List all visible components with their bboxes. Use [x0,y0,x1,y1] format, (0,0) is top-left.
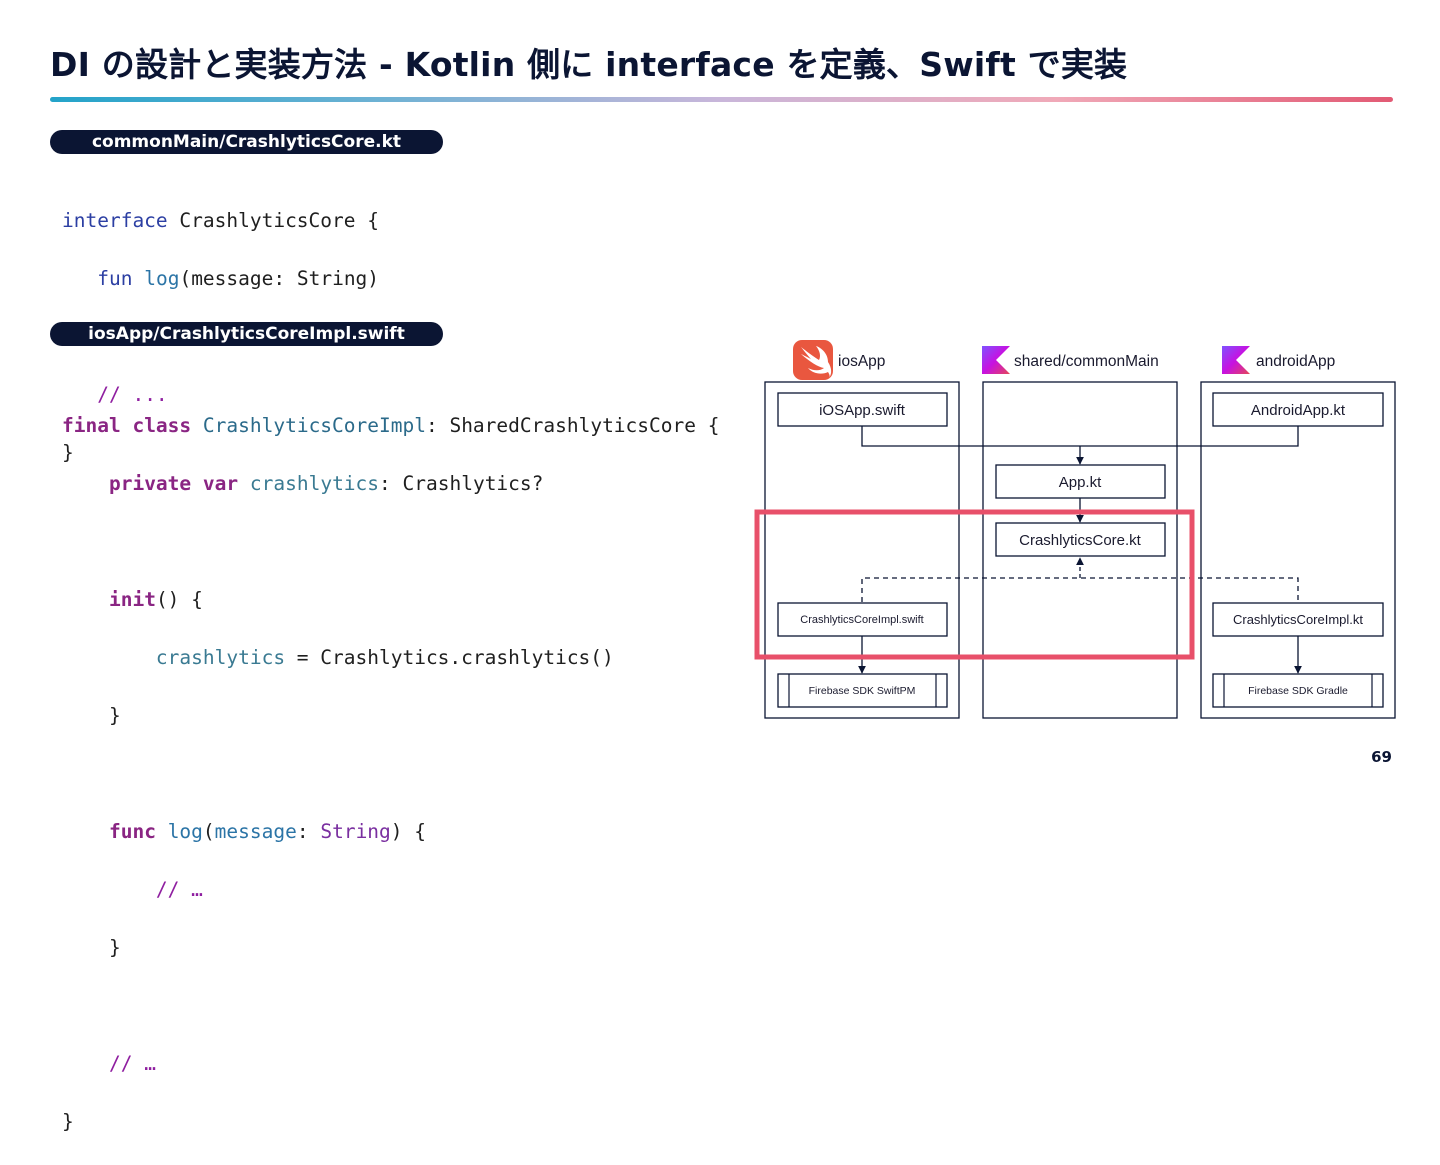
code-token: init [108,588,156,611]
code-token: } [62,441,74,464]
ios-file-label: iosApp/CrashlyticsCoreImpl.swift [50,322,443,346]
code-comment: // … [108,1052,156,1075]
android-impl-box-label: CrashlyticsCoreImpl.kt [1233,612,1363,627]
page-title: DI の設計と実装方法 - Kotlin 側に interface を定義、Sw… [50,45,1128,84]
code-token: } [62,1110,74,1133]
code-token: crashlytics [249,472,380,495]
code-token: private [108,472,192,495]
android-app-box [1212,392,1384,427]
code-token: CrashlyticsCoreImpl [202,414,426,437]
kotlin-code-block: interface CrashlyticsCore { fun log(mess… [62,177,379,496]
highlight-frame [754,509,1195,660]
lane-label-ios: iosApp [838,353,885,370]
code-token: ( [202,820,215,843]
ios-impl-box-label: CrashlyticsCoreImpl.swift [800,614,923,626]
code-token: (message: String) [179,267,380,290]
kotlin-logo-icon [1222,346,1250,374]
code-token: class [132,414,192,437]
impl-dashed-connector [861,577,1299,602]
code-token: log [144,267,180,290]
code-comment: // … [155,878,203,901]
android-impl-box [1212,602,1384,637]
android-sdk-box [1212,673,1384,708]
app-kt-box [995,464,1166,499]
code-token: final [62,414,121,437]
code-token: String [320,820,391,843]
lane-label-android: androidApp [1256,353,1335,370]
code-token: var [202,472,239,495]
core-kt-box [995,522,1166,557]
code-token: CrashlyticsCore { [167,209,379,232]
lane-android [1200,381,1396,719]
code-token: fun [97,267,133,290]
code-token: func [108,820,156,843]
swift-code-block: final class CrashlyticsCoreImpl: SharedC… [62,382,719,1165]
swift-logo-icon [793,340,833,380]
code-token: () { [155,588,203,611]
code-token: ) { [390,820,427,843]
code-token: interface [62,209,168,232]
code-token: = Crashlytics.crashlytics() [285,646,614,669]
code-token: } [108,936,121,959]
architecture-diagram: iosApp shared/commonMain androidApp iOSA… [754,340,1396,719]
ios-sdk-box [777,673,948,708]
ios-app-box-label: iOSApp.swift [819,402,906,419]
code-token: log [167,820,203,843]
code-token: : [296,820,321,843]
lane-shared [982,381,1178,719]
code-token: : SharedCrashlyticsCore { [425,414,720,437]
app-kt-box-label: App.kt [1059,474,1102,491]
title-underline [50,97,1393,102]
code-token: : Crashlytics? [379,472,544,495]
common-file-label: commonMain/CrashlyticsCore.kt [50,130,443,154]
code-token: } [108,704,121,727]
android-app-box-label: AndroidApp.kt [1251,402,1346,419]
ios-sdk-box-label: Firebase SDK SwiftPM [809,685,916,697]
kotlin-logo-icon [982,346,1010,374]
ios-app-box [777,392,948,427]
core-kt-box-label: CrashlyticsCore.kt [1019,532,1142,549]
code-token: crashlytics [155,646,286,669]
ios-impl-box [777,602,948,637]
code-token: message [214,820,297,843]
lane-ios [764,381,960,719]
lane-label-shared: shared/commonMain [1014,353,1159,370]
android-sdk-box-label: Firebase SDK Gradle [1248,685,1348,697]
page-number: 69 [1371,748,1392,766]
code-comment: // ... [97,383,168,406]
entry-connector [861,426,1299,447]
